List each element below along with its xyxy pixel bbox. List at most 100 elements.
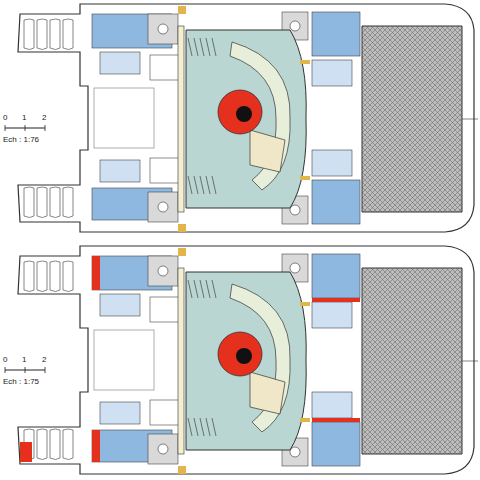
stern-step xyxy=(37,187,47,218)
cabin-berth xyxy=(150,158,180,183)
scale-tick xyxy=(5,125,6,131)
stair-tread xyxy=(206,418,210,436)
stair-tread xyxy=(194,280,198,298)
door xyxy=(300,176,310,180)
stern-step xyxy=(50,261,60,292)
trampoline-net xyxy=(362,26,462,212)
scale-tick xyxy=(25,125,26,131)
red-accent xyxy=(92,256,100,290)
door xyxy=(178,6,186,14)
scale-number: 0 xyxy=(3,114,7,122)
stair-tread xyxy=(212,418,216,436)
nav-desk xyxy=(250,372,285,414)
stern-step xyxy=(63,187,73,218)
trampoline-net xyxy=(362,268,462,454)
stair-tread xyxy=(212,280,216,298)
cockpit-seat xyxy=(94,88,154,148)
head-room xyxy=(148,256,178,286)
red-accent xyxy=(312,418,360,422)
scale-label: Ech : 1:75 xyxy=(3,378,39,386)
stair-tread xyxy=(188,280,192,298)
cabin-berth xyxy=(100,160,140,182)
scale-tick xyxy=(5,367,6,373)
nav-desk xyxy=(250,130,285,172)
red-accent xyxy=(92,430,100,462)
scale-tick xyxy=(45,125,46,131)
scale-label: Ech : 1:76 xyxy=(3,136,39,144)
catamaran-plan xyxy=(5,246,478,474)
stair-tread xyxy=(188,176,192,194)
stair-tread xyxy=(212,176,216,194)
stair-tread xyxy=(188,38,192,56)
table-pedestal xyxy=(236,106,252,122)
toilet-symbol xyxy=(158,202,168,212)
head-room xyxy=(148,434,178,464)
stern-step xyxy=(37,19,47,50)
saloon-table xyxy=(218,90,262,134)
red-accent xyxy=(20,442,32,462)
stair-tread xyxy=(194,176,198,194)
saloon-floor xyxy=(186,30,306,208)
stern-step xyxy=(50,19,60,50)
cabin-berth xyxy=(312,302,352,328)
stair-tread xyxy=(212,38,216,56)
toilet-symbol xyxy=(158,266,168,276)
cabin-berth xyxy=(312,254,360,298)
bulkhead xyxy=(178,26,184,212)
head-room xyxy=(148,192,178,222)
door xyxy=(178,224,186,232)
stern-step xyxy=(50,187,60,218)
stern-step xyxy=(37,429,47,460)
toilet-symbol xyxy=(290,21,300,31)
cabin-berth xyxy=(312,392,352,418)
stair-tread xyxy=(206,176,210,194)
stern-step xyxy=(63,429,73,460)
door xyxy=(178,466,186,474)
table-pedestal xyxy=(236,348,252,364)
scale-number: 2 xyxy=(42,356,46,364)
stair-tread xyxy=(206,280,210,298)
stern-step xyxy=(24,19,34,50)
centre-line xyxy=(462,119,478,120)
cabin-berth xyxy=(150,400,180,425)
door xyxy=(300,418,310,422)
centre-line xyxy=(462,361,478,362)
cabin-berth xyxy=(100,402,140,424)
hull-outline xyxy=(18,4,474,232)
cockpit-seat xyxy=(94,330,154,390)
stair-tread xyxy=(200,38,204,56)
stern-step xyxy=(63,261,73,292)
stern-step xyxy=(63,19,73,50)
stair-tread xyxy=(194,38,198,56)
scale-number: 2 xyxy=(42,114,46,122)
red-accent xyxy=(312,298,360,302)
saloon-table xyxy=(218,332,262,376)
toilet-symbol xyxy=(290,263,300,273)
stair-tread xyxy=(188,418,192,436)
stair-tread xyxy=(200,418,204,436)
head-room xyxy=(148,14,178,44)
stair-tread xyxy=(200,280,204,298)
cabin-berth xyxy=(312,150,352,176)
cabin-berth xyxy=(150,297,180,322)
toilet-symbol xyxy=(158,444,168,454)
catamaran-plan xyxy=(5,4,478,232)
cabin-berth xyxy=(312,422,360,466)
bulkhead xyxy=(178,268,184,454)
scale-number: 1 xyxy=(22,356,26,364)
door xyxy=(300,302,310,306)
saloon-floor xyxy=(186,272,306,450)
stern-step xyxy=(50,429,60,460)
stern-step xyxy=(24,187,34,218)
scale-number: 0 xyxy=(3,356,7,364)
cabin-berth xyxy=(312,60,352,86)
scale-number: 1 xyxy=(22,114,26,122)
stern-step xyxy=(37,261,47,292)
stair-tread xyxy=(194,418,198,436)
cabin-berth xyxy=(150,55,180,80)
hull-outline xyxy=(18,246,474,474)
cabin-berth xyxy=(100,52,140,74)
door xyxy=(300,60,310,64)
